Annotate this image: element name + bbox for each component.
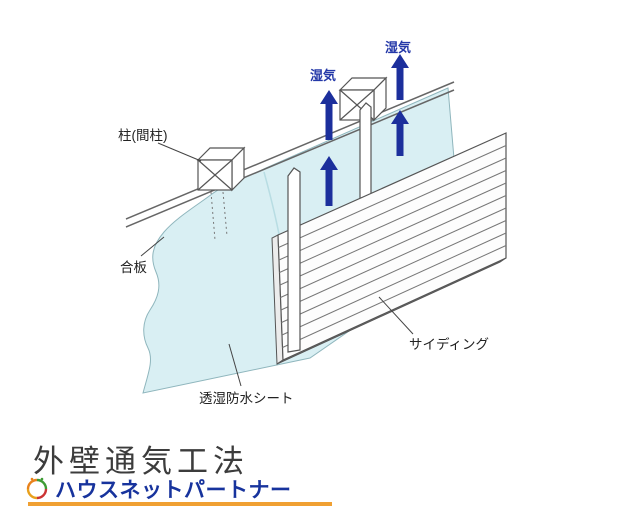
brand-underline-bar <box>28 502 332 506</box>
brand-name: ハウスネットパートナー <box>55 479 292 502</box>
airflow-arrow-2 <box>320 156 338 206</box>
leader-plywood <box>140 236 165 257</box>
brand-underline <box>28 502 332 506</box>
stud-cube-left <box>196 146 246 192</box>
siding-face <box>277 132 507 361</box>
label-moisture-left: 湿気 <box>310 68 336 83</box>
label-plywood: 合板 <box>120 260 147 275</box>
furring-strip-left <box>287 167 301 353</box>
label-barrier-sheet: 透湿防水シート <box>199 391 294 406</box>
label-siding: サイディング <box>409 336 489 352</box>
leader-siding <box>378 296 414 335</box>
leader-barrier-sheet <box>228 343 242 387</box>
method-title: 外壁通気工法 <box>33 444 249 479</box>
brand-row: ハウスネットパートナー <box>24 475 292 503</box>
label-pillar: 柱(間柱) <box>118 128 168 143</box>
wall-ventilation-diagram: 柱(間柱) 合板 透湿防水シート サイディング 湿気 湿気 <box>118 40 507 406</box>
leader-pillar <box>157 142 202 162</box>
stud-hidden-line-2 <box>222 191 228 237</box>
airflow-arrow-4 <box>391 110 409 156</box>
label-moisture-right: 湿気 <box>385 40 411 55</box>
airflow-arrow-1 <box>320 90 338 140</box>
brand-logo-icon <box>26 477 48 500</box>
siding-lap-lines <box>278 145 507 348</box>
airflow-arrow-3 <box>391 54 409 100</box>
stud-hidden-line-1 <box>210 191 216 241</box>
rail-top-line <box>125 81 455 220</box>
